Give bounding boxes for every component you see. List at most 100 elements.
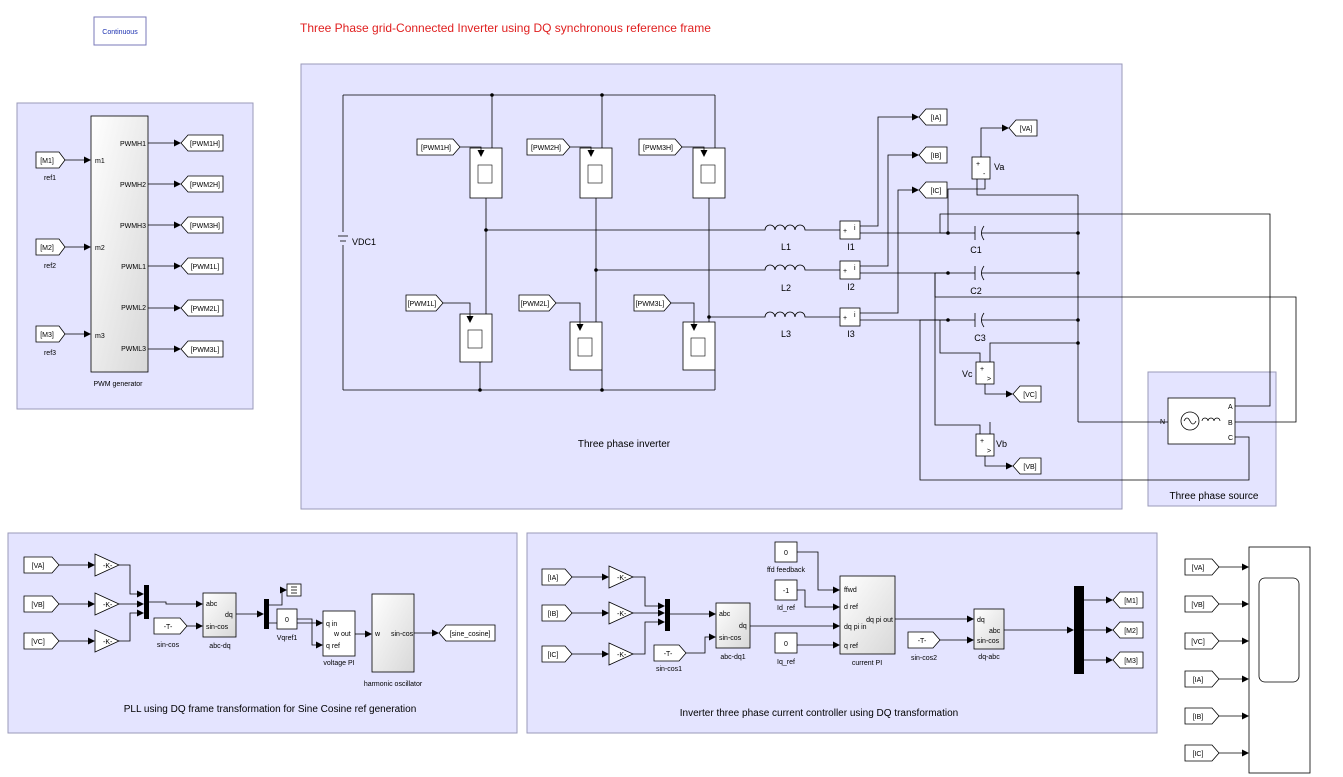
scope-from-vb[interactable]: [VB] bbox=[1184, 595, 1220, 613]
cc-current-pi-block[interactable] bbox=[839, 575, 896, 655]
svg-text:0: 0 bbox=[285, 617, 289, 624]
pll-harmonic-oscillator-block[interactable] bbox=[371, 593, 415, 673]
gate-from-pwm3h[interactable]: [PWM3H] bbox=[638, 138, 683, 156]
pwm-area-label: PWM generator bbox=[93, 381, 143, 388]
c2-label: C2 bbox=[970, 286, 982, 296]
pll-gain-a[interactable]: -K- bbox=[94, 553, 120, 577]
scope-from-vc[interactable]: [VC] bbox=[1184, 632, 1220, 650]
gate-from-pwm1l[interactable]: [PWM1L] bbox=[405, 294, 444, 312]
cc-dqabc-label: dq-abc bbox=[978, 654, 1000, 661]
pll-terminator[interactable] bbox=[286, 583, 302, 597]
gate-from-pwm1h[interactable]: [PWM1H] bbox=[416, 138, 461, 156]
cc-from-ib[interactable]: [IB] bbox=[541, 604, 573, 622]
capacitor-c1[interactable] bbox=[948, 225, 1005, 241]
inductor-l3[interactable] bbox=[760, 311, 812, 318]
three-phase-source-block[interactable] bbox=[1167, 397, 1236, 445]
scope-from-ib[interactable]: [IB] bbox=[1184, 707, 1220, 725]
inductor-l1[interactable] bbox=[760, 224, 812, 231]
cc-dq-abc-block[interactable] bbox=[973, 608, 1005, 650]
voltage-sensor-vc[interactable]: +> bbox=[975, 361, 995, 385]
vdc1-source[interactable] bbox=[338, 95, 348, 390]
goto-pwm3h[interactable]: [PWM3H] bbox=[180, 216, 224, 234]
goto-va[interactable]: [VA] bbox=[1008, 119, 1038, 137]
gate-from-pwm2l[interactable]: [PWM2L] bbox=[518, 294, 557, 312]
mosfet-s6[interactable] bbox=[569, 321, 603, 371]
pll-from-vc[interactable]: [VC] bbox=[23, 632, 60, 650]
scope-from-ic[interactable]: [IC] bbox=[1184, 744, 1220, 762]
voltage-sensor-va[interactable]: +- bbox=[971, 156, 991, 180]
pll-from-vb[interactable]: [VB] bbox=[23, 595, 60, 613]
cc-demux[interactable] bbox=[1074, 586, 1084, 674]
goto-ib[interactable]: [IB] bbox=[918, 146, 948, 164]
goto-pwm3l[interactable]: [PWM3L] bbox=[180, 340, 224, 358]
svg-text:[IB]: [IB] bbox=[548, 611, 559, 618]
cc-from-ia[interactable]: [IA] bbox=[541, 568, 573, 586]
cc-goto-m1[interactable]: [M1] bbox=[1112, 591, 1144, 609]
pll-voltage-pi-block[interactable] bbox=[322, 610, 356, 657]
svg-text:0: 0 bbox=[784, 641, 788, 648]
pll-gain-c[interactable]: -K- bbox=[94, 629, 120, 653]
pll-from-va[interactable]: [VA] bbox=[23, 556, 60, 574]
goto-vb[interactable]: [VB] bbox=[1012, 457, 1042, 475]
pll-abc-dq-block[interactable] bbox=[202, 592, 237, 638]
svg-text:[M3]: [M3] bbox=[40, 332, 54, 339]
svg-text:[VC]: [VC] bbox=[1191, 639, 1205, 646]
pll-demux[interactable] bbox=[264, 599, 269, 629]
cc-from-sincos1[interactable]: -T- bbox=[653, 644, 687, 662]
mosfet-s1[interactable] bbox=[469, 147, 503, 199]
cc-gain-a[interactable]: -K- bbox=[608, 565, 634, 589]
cc-mux[interactable] bbox=[665, 599, 670, 631]
pwm-generator-block[interactable] bbox=[90, 115, 149, 373]
cc-pi-in1: ffwd bbox=[844, 587, 857, 594]
pll-from-sincos[interactable]: -T- bbox=[153, 617, 188, 635]
pll-goto-sine-cosine[interactable]: [sine_cosine] bbox=[438, 624, 496, 642]
current-sensor-i2[interactable]: +i bbox=[839, 260, 861, 280]
capacitor-c2[interactable] bbox=[948, 265, 1005, 281]
cc-abc-dq1-block[interactable] bbox=[715, 602, 751, 649]
cc-const-iq-ref[interactable]: 0 bbox=[774, 632, 798, 654]
goto-ic[interactable]: [IC] bbox=[918, 181, 948, 199]
cc-gain-b[interactable]: -K- bbox=[608, 601, 634, 625]
goto-vc[interactable]: [VC] bbox=[1012, 385, 1042, 403]
goto-ia[interactable]: [IA] bbox=[918, 108, 948, 126]
cc-goto-m3[interactable]: [M3] bbox=[1112, 651, 1144, 669]
powergui-block[interactable] bbox=[93, 16, 147, 46]
cc-goto-m2[interactable]: [M2] bbox=[1112, 621, 1144, 639]
from-m2[interactable]: [M2] bbox=[35, 238, 66, 256]
pll-pi-out: w out bbox=[333, 631, 351, 638]
pll-mux[interactable] bbox=[144, 585, 149, 619]
goto-pwm2l[interactable]: [PWM2L] bbox=[180, 299, 224, 317]
mosfet-s5[interactable] bbox=[692, 147, 726, 199]
cc-from-sincos2[interactable]: -T- bbox=[907, 631, 941, 649]
pll-pi-label: voltage PI bbox=[323, 660, 354, 667]
cc-gain-c[interactable]: -K- bbox=[608, 642, 634, 666]
voltage-sensor-vb[interactable]: +> bbox=[975, 433, 995, 457]
gate-from-pwm3l[interactable]: [PWM3L] bbox=[633, 294, 672, 312]
cc-const-id-ref[interactable]: -1 bbox=[774, 579, 798, 601]
from-m1[interactable]: [M1] bbox=[35, 151, 66, 169]
scope-from-va[interactable]: [VA] bbox=[1184, 558, 1220, 576]
goto-pwm1l[interactable]: [PWM1L] bbox=[180, 257, 224, 275]
mosfet-s3[interactable] bbox=[579, 147, 613, 199]
svg-text:[PWM2H]: [PWM2H] bbox=[190, 182, 220, 189]
scope-from-ia[interactable]: [IA] bbox=[1184, 670, 1220, 688]
svg-text:[IC]: [IC] bbox=[931, 188, 942, 195]
goto-pwm1h[interactable]: [PWM1H] bbox=[180, 134, 224, 152]
inductor-l2[interactable] bbox=[760, 264, 812, 271]
mosfet-s4[interactable] bbox=[459, 313, 493, 363]
current-sensor-i1[interactable]: +i bbox=[839, 220, 861, 240]
source-port-a: A bbox=[1228, 404, 1233, 411]
svg-text:+: + bbox=[980, 366, 984, 373]
pll-const-vqref1[interactable]: 0 bbox=[276, 608, 298, 630]
cc-from-ic[interactable]: [IC] bbox=[541, 645, 573, 663]
pll-gain-b[interactable]: -K- bbox=[94, 592, 120, 616]
current-sensor-i3[interactable]: +i bbox=[839, 307, 861, 327]
capacitor-c3[interactable] bbox=[948, 312, 1005, 328]
scope-block[interactable] bbox=[1248, 546, 1311, 774]
from-m3[interactable]: [M3] bbox=[35, 325, 66, 343]
gate-from-pwm2h[interactable]: [PWM2H] bbox=[526, 138, 571, 156]
cc-const-ffd[interactable]: 0 bbox=[774, 541, 798, 563]
mosfet-s2[interactable] bbox=[682, 321, 716, 371]
goto-pwm2h[interactable]: [PWM2H] bbox=[180, 175, 224, 193]
pwm-in-m2: m2 bbox=[95, 245, 105, 252]
